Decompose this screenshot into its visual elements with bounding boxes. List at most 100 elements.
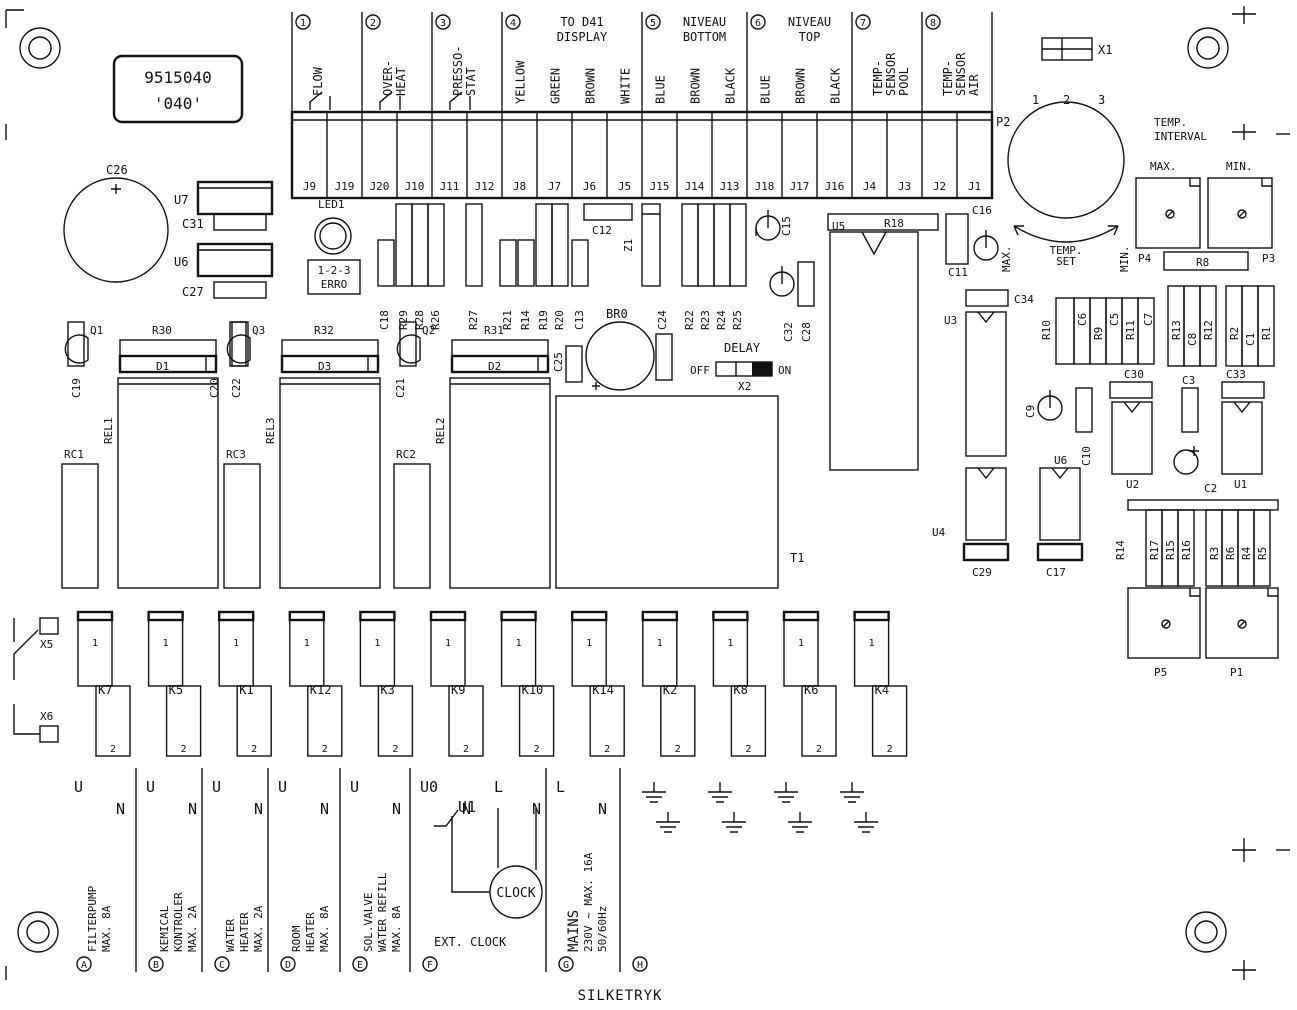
label-r5: R5 <box>1256 547 1269 560</box>
connector-x5 <box>39 617 59 635</box>
col-tag-g: G <box>563 960 569 971</box>
label-r9: R9 <box>1092 327 1105 340</box>
pin2-k4: 2 <box>887 744 893 755</box>
group-label-3-1: STAT <box>464 67 478 96</box>
label-r6: R6 <box>1224 547 1237 560</box>
terminal-j20: J20 <box>370 180 390 193</box>
col-tag-f: F <box>427 960 433 971</box>
pin1-k1: 1 <box>233 638 239 649</box>
label-c15: C15 <box>780 216 793 236</box>
label-c18: C18 <box>378 310 391 330</box>
label-r15: R15 <box>1164 540 1177 560</box>
group-number-6: 6 <box>755 18 761 29</box>
p2-pin-3: 3 <box>1098 93 1105 107</box>
label-rel2: REL2 <box>434 418 447 445</box>
p2-min: MIN. <box>1118 246 1131 273</box>
col-text-f: EXT. CLOCK <box>434 935 507 949</box>
label-c30: C30 <box>1124 368 1144 381</box>
resistor-r8 <box>1163 251 1249 271</box>
label-r4: R4 <box>1240 546 1253 560</box>
label-c19: C19 <box>70 378 83 398</box>
col-text-e-0: SOL.VALVE <box>362 892 375 952</box>
pin1-k3: 1 <box>374 638 380 649</box>
group-number-4: 4 <box>510 18 516 29</box>
label-r12: R12 <box>1202 320 1215 340</box>
wire-color-3: WHITE <box>619 68 633 104</box>
group-label-3-0: PRESSO- <box>451 45 465 96</box>
delay-title: DELAY <box>724 341 761 355</box>
relay-terminal-k2: K2 <box>663 683 677 697</box>
silkscreen-footer: SILKETRYK <box>578 988 663 1004</box>
wire-color-0: YELLOW <box>514 60 528 104</box>
temp-interval-max: MAX. <box>1150 160 1177 173</box>
capacitor-c11 <box>945 213 969 265</box>
label-r26: R26 <box>429 310 442 330</box>
pin1-k12: 1 <box>304 638 310 649</box>
capacitor-c27 <box>213 281 267 299</box>
label-x6: X6 <box>40 710 53 723</box>
label-d-rel1: D3 <box>318 360 331 373</box>
capacitor-c12 <box>583 203 633 221</box>
terminal-j11: J11 <box>440 180 460 193</box>
relay-terminal-k12: K12 <box>310 683 332 697</box>
label-p3: P3 <box>1262 252 1275 265</box>
label-c11: C11 <box>948 266 968 279</box>
zener-z1 <box>641 203 661 287</box>
col-text-d-0: ROOM <box>290 925 303 952</box>
wire-color-1: GREEN <box>549 68 563 104</box>
capacitor-c33 <box>1221 381 1265 399</box>
group-number-7: 7 <box>860 18 866 29</box>
group-label-7-0: TEMP- <box>871 60 885 96</box>
label-r-rel0: R30 <box>152 324 172 337</box>
wire-color-9: BLACK <box>829 67 843 104</box>
col-a-u: U <box>74 778 83 796</box>
terminal-j2: J2 <box>933 180 946 193</box>
label-rel1: REL3 <box>264 418 277 445</box>
label-u3: U3 <box>944 314 957 327</box>
col-text-g-2: 50/60Hz <box>596 906 609 952</box>
label-p2: P2 <box>996 115 1010 129</box>
wire-color-4: BLUE <box>654 75 668 104</box>
label-r2: R2 <box>1228 327 1241 340</box>
p2-pin-2: 2 <box>1063 93 1070 107</box>
relay-terminal-k6: K6 <box>804 683 818 697</box>
ic-u7 <box>196 180 274 216</box>
label-c27: C27 <box>182 285 204 299</box>
col-b-n: N <box>188 800 197 818</box>
wire-color-5: BROWN <box>689 68 703 104</box>
terminal-j4: J4 <box>863 180 877 193</box>
label-c32: C32 <box>782 322 795 342</box>
terminal-j6: J6 <box>583 180 596 193</box>
wire-color-8: BROWN <box>794 68 808 104</box>
col-d-u: U <box>278 778 287 796</box>
capacitor-c9 <box>1037 390 1063 421</box>
relay-terminal-k8: K8 <box>733 683 747 697</box>
delay-switch-x2[interactable] <box>715 361 773 377</box>
label-c8: C8 <box>1186 333 1199 346</box>
col-tag-b: B <box>153 960 159 971</box>
group-label-2-1: HEAT <box>394 67 408 96</box>
wire-color-7: BLUE <box>759 75 773 104</box>
relay-terminal-k7: K7 <box>98 683 112 697</box>
label-z1: Z1 <box>622 239 635 252</box>
clock-l: L <box>494 778 503 796</box>
wire-color-2: BROWN <box>584 68 598 104</box>
terminal-j1: J1 <box>968 180 981 193</box>
led1 <box>314 217 352 255</box>
group-label-8-0: TEMP- <box>941 60 955 96</box>
label-rel0: REL1 <box>102 418 115 445</box>
col-f-n: N <box>462 800 471 818</box>
pin2-k10: 2 <box>534 744 540 755</box>
part-number-box <box>112 54 244 124</box>
label-r11: R11 <box>1124 320 1137 340</box>
pin2-k14: 2 <box>604 744 610 755</box>
pin2-k6: 2 <box>816 744 822 755</box>
group-label-1-0: FLOW <box>311 66 325 96</box>
relay-terminal-k3: K3 <box>380 683 394 697</box>
label-r29: R29 <box>397 310 410 330</box>
group-label-8-2: AIR <box>967 74 981 96</box>
wire-color-6: BLACK <box>724 67 738 104</box>
